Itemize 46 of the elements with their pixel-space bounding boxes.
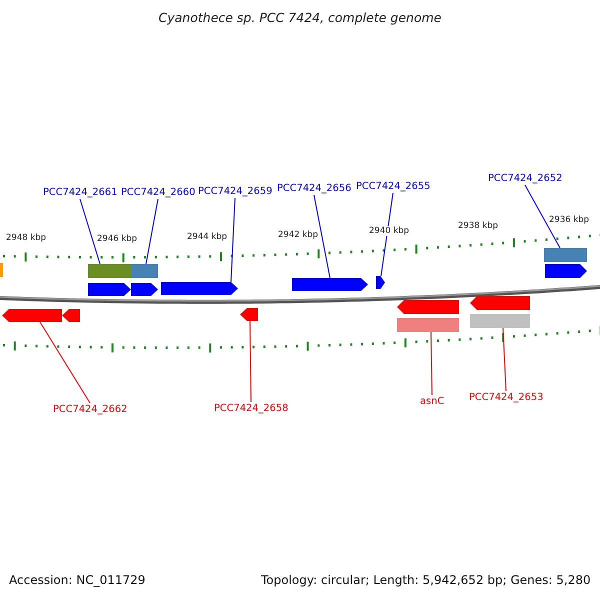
leader-line bbox=[502, 328, 506, 392]
gene-label: PCC7424_2659 bbox=[198, 185, 272, 198]
scale-label: 2944 kbp bbox=[186, 232, 228, 242]
gene-feature bbox=[161, 282, 238, 295]
gene-label: PCC7424_2652 bbox=[488, 172, 562, 185]
scale-label: 2938 kbp bbox=[457, 221, 500, 231]
feature-bar bbox=[397, 318, 459, 332]
gene-feature bbox=[545, 264, 587, 278]
scale-label: 2946 kbp bbox=[96, 234, 138, 244]
gene-label: PCC7424_2660 bbox=[121, 186, 196, 199]
title: Cyanothece sp. PCC 7424, complete genome bbox=[158, 10, 442, 25]
scale-label: 2936 kbp bbox=[548, 215, 590, 225]
scale-label: 2940 kbp bbox=[368, 226, 410, 236]
leader-line bbox=[250, 320, 252, 402]
leader-line bbox=[430, 332, 432, 396]
leader-line bbox=[40, 322, 90, 404]
gene-label: PCC7424_2655 bbox=[356, 180, 430, 193]
footer-text: Topology: circular; Length: 5,942,652 bp; Genes: 5,280 bbox=[261, 573, 591, 587]
gene-label: PCC7424_2662 bbox=[53, 403, 128, 416]
feature-bar bbox=[88, 264, 131, 278]
leader-line bbox=[380, 192, 394, 276]
gene-feature bbox=[88, 283, 131, 296]
gene-label: PCC7424_2658 bbox=[214, 402, 288, 415]
feature-bar bbox=[544, 248, 587, 262]
scale-label: 2948 kbp bbox=[5, 233, 48, 243]
scale-label: 2942 kbp bbox=[277, 230, 320, 240]
leader-line bbox=[314, 194, 330, 278]
feature-bar bbox=[470, 314, 530, 328]
gene-label: PCC7424_2653 bbox=[469, 391, 544, 404]
gene-label: PCC7424_2656 bbox=[277, 182, 352, 195]
leader-line bbox=[230, 198, 236, 282]
footer-text: Accession: NC_011729 bbox=[9, 573, 146, 587]
gene-feature bbox=[292, 278, 368, 291]
gene-feature bbox=[131, 283, 158, 296]
gene-label: asnC bbox=[420, 395, 444, 408]
gene-feature bbox=[397, 300, 459, 314]
leader-line bbox=[524, 184, 560, 248]
feature-bar bbox=[131, 264, 158, 278]
gene-feature bbox=[62, 309, 80, 322]
gene-feature bbox=[240, 308, 258, 321]
gene-feature bbox=[470, 296, 530, 310]
gene-feature bbox=[376, 276, 385, 289]
leader-line bbox=[80, 198, 100, 264]
leader-line bbox=[146, 198, 158, 264]
gene-label: PCC7424_2661 bbox=[43, 186, 118, 199]
feature-bar bbox=[0, 263, 3, 277]
